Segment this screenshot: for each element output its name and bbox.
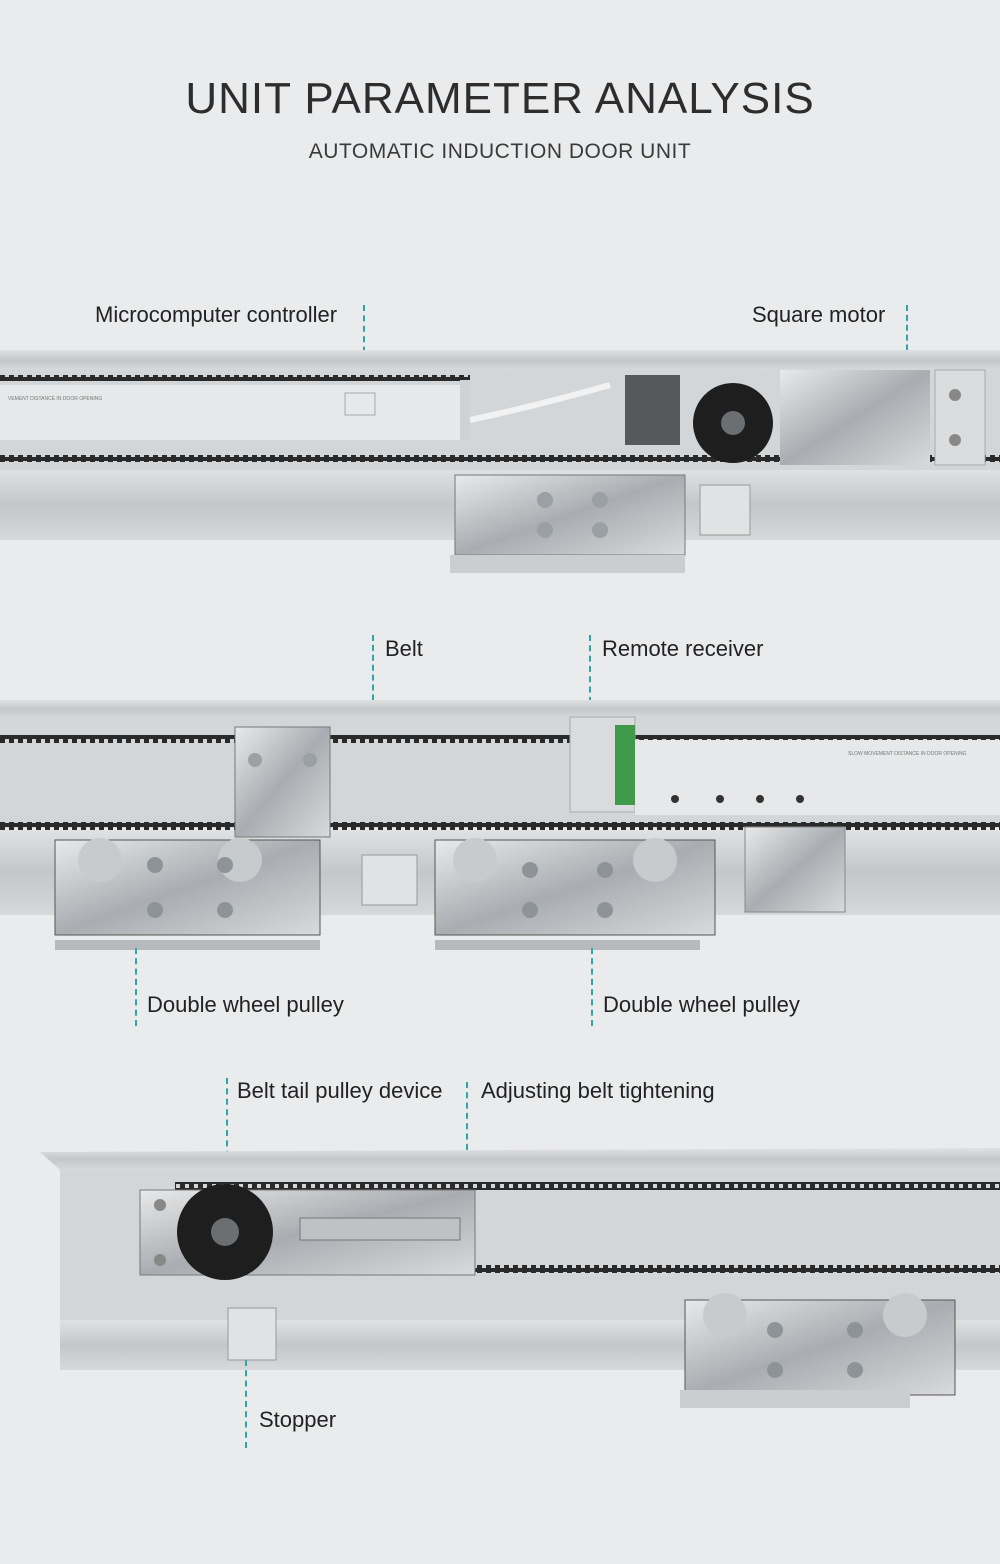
leader-line-stopper (245, 1360, 247, 1448)
panel-controller-motor: VEMENT DISTANCE IN DOOR OPENING (0, 345, 1000, 585)
leader-line-pulley-right (591, 948, 593, 1026)
label-stopper: Stopper (259, 1407, 337, 1432)
panel-belt-pulleys: SLOW MOVEMENT DISTANCE IN DOOR OPENING (0, 695, 1000, 960)
label-adjusting-belt-tightening: Adjusting belt tightening (481, 1078, 715, 1103)
door-unit-image-1: VEMENT DISTANCE IN DOOR OPENING (0, 350, 1000, 573)
label-double-wheel-pulley-right: Double wheel pulley (603, 992, 800, 1017)
label-belt: Belt (385, 636, 423, 661)
leader-line-belt (372, 635, 374, 740)
page-subtitle: AUTOMATIC INDUCTION DOOR UNIT (308, 140, 692, 163)
leader-line-pulley-left (135, 948, 137, 1026)
page-title: UNIT PARAMETER ANALYSIS (185, 74, 815, 123)
leader-line-motor (906, 305, 908, 390)
label-square-motor: Square motor (752, 302, 886, 327)
svg-text:SLOW MOVEMENT DISTANCE IN DOOR: SLOW MOVEMENT DISTANCE IN DOOR OPENING (848, 751, 967, 757)
label-double-wheel-pulley-left: Double wheel pulley (147, 992, 344, 1017)
panel-tail-pulley (0, 1140, 1000, 1420)
label-microcomputer-controller: Microcomputer controller (95, 302, 338, 327)
leader-line-tail-pulley (226, 1078, 228, 1188)
door-unit-image-3 (40, 1148, 1000, 1408)
label-belt-tail-pulley-device: Belt tail pulley device (237, 1078, 443, 1103)
label-remote-receiver: Remote receiver (602, 636, 764, 661)
svg-text:VEMENT DISTANCE IN DOOR OPENIN: VEMENT DISTANCE IN DOOR OPENING (8, 396, 102, 402)
door-unit-image-2: SLOW MOVEMENT DISTANCE IN DOOR OPENING (0, 700, 1000, 950)
